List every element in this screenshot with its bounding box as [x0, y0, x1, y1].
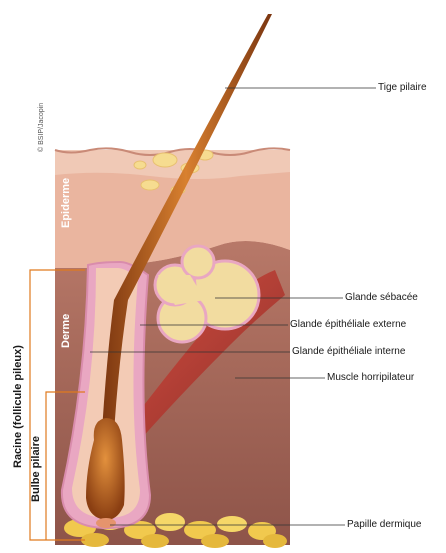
- callout-sebaceous-gland: Glande sébacée: [345, 292, 418, 304]
- callout-inner-epithelial: Glande épithéliale interne: [292, 346, 405, 358]
- callout-outer-epithelial: Glande épithéliale externe: [290, 319, 406, 331]
- epidermis-label: Epiderme: [60, 178, 72, 228]
- callout-hair-shaft: Tige pilaire: [378, 82, 427, 94]
- dermal-papilla-shape: [96, 518, 116, 528]
- dermis-label: Derme: [60, 314, 72, 348]
- callout-arrector-muscle: Muscle horripilateur: [327, 372, 414, 384]
- bulb-bracket-label: Bulbe pilaire: [30, 436, 42, 502]
- callout-dermal-papilla: Papille dermique: [347, 519, 422, 531]
- root-bracket-label: Racine (follicule pileux): [12, 345, 24, 468]
- image-credit: © BSIP/Jacopin: [38, 103, 45, 152]
